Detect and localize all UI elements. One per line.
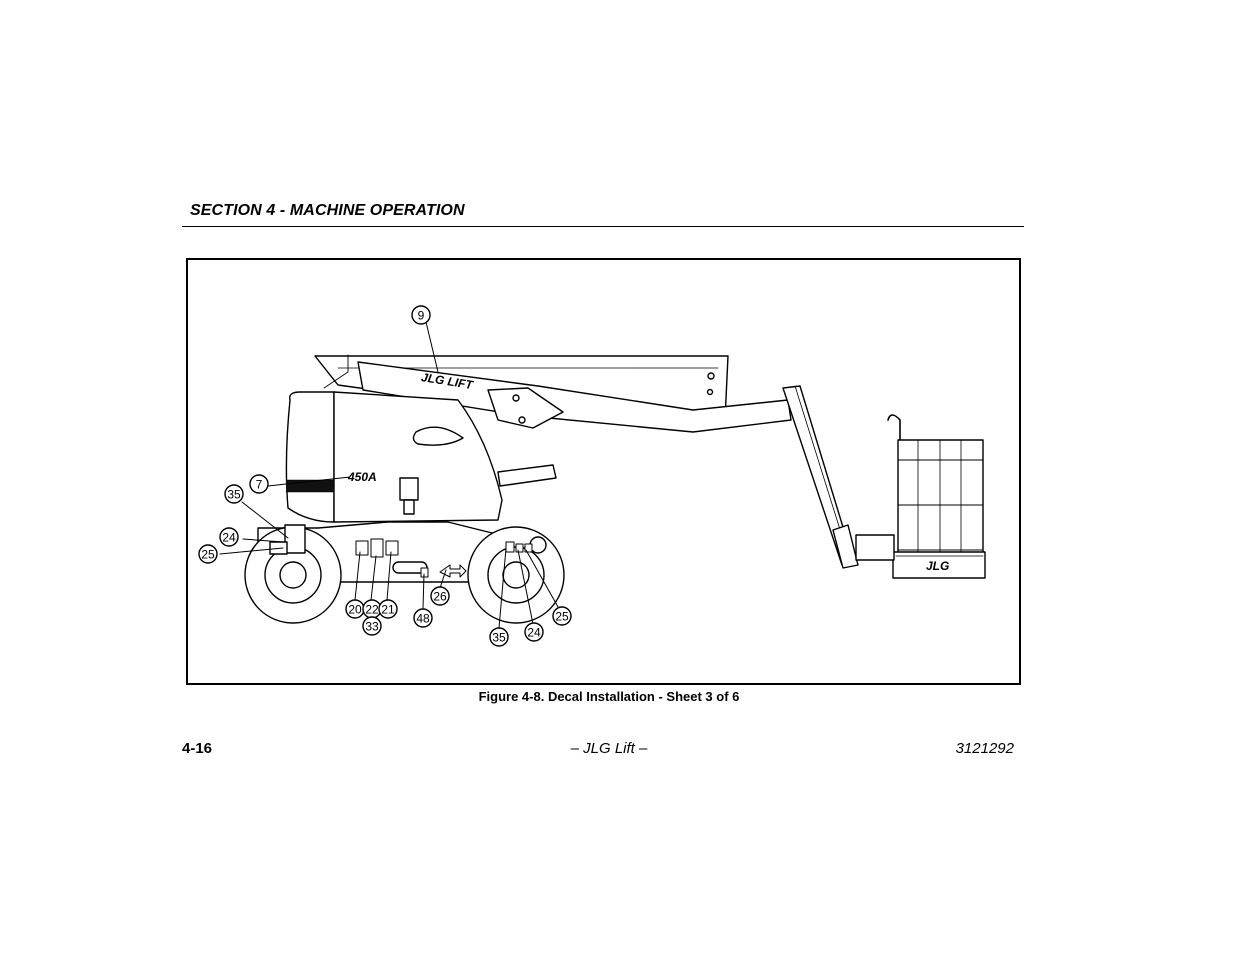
chassis-decals bbox=[355, 538, 533, 578]
callout-48: 48 bbox=[413, 608, 433, 628]
svg-text:26: 26 bbox=[433, 590, 447, 604]
callout-26: 26 bbox=[430, 586, 450, 606]
svg-text:20: 20 bbox=[348, 603, 362, 617]
svg-text:24: 24 bbox=[527, 626, 541, 640]
platform-basket bbox=[855, 414, 986, 579]
svg-text:22: 22 bbox=[365, 603, 379, 617]
callout-20: 20 bbox=[345, 599, 365, 619]
svg-text:9: 9 bbox=[418, 309, 425, 323]
svg-text:35: 35 bbox=[227, 488, 241, 502]
model-decal: 450A bbox=[347, 470, 377, 484]
svg-text:24: 24 bbox=[222, 531, 236, 545]
callout-21: 21 bbox=[378, 599, 398, 619]
svg-text:48: 48 bbox=[416, 612, 430, 626]
svg-text:35: 35 bbox=[492, 631, 506, 645]
callout-24-left: 24 bbox=[219, 527, 239, 547]
footer-title: – JLG Lift – bbox=[570, 740, 648, 757]
lift-cylinder bbox=[497, 464, 557, 487]
callout-22: 22 bbox=[362, 599, 382, 619]
callout-9: 9 bbox=[411, 305, 431, 325]
svg-text:21: 21 bbox=[381, 603, 395, 617]
callout-33: 33 bbox=[362, 616, 382, 636]
callout-25-left: 25 bbox=[198, 544, 218, 564]
boom-lift-illustration: 450A JLG LIFT JLG 9 7 bbox=[198, 305, 986, 647]
callout-24-right: 24 bbox=[524, 622, 544, 642]
section-title: SECTION 4 - MACHINE OPERATION bbox=[190, 202, 465, 219]
svg-text:33: 33 bbox=[365, 620, 379, 634]
svg-text:25: 25 bbox=[201, 548, 215, 562]
rear-wheel bbox=[244, 526, 342, 624]
callout-leaders bbox=[219, 321, 559, 629]
svg-text:7: 7 bbox=[256, 478, 263, 492]
callout-35-left: 35 bbox=[224, 484, 244, 504]
figure-frame: 450A JLG LIFT JLG 9 7 bbox=[186, 258, 1021, 685]
figure-caption: Figure 4-8. Decal Installation - Sheet 3… bbox=[478, 689, 740, 704]
callout-7: 7 bbox=[249, 474, 269, 494]
document-number: 3121292 bbox=[955, 740, 1014, 757]
svg-text:25: 25 bbox=[555, 610, 569, 624]
header-divider bbox=[182, 226, 1024, 227]
turret-body bbox=[285, 391, 503, 523]
page-number: 4-16 bbox=[182, 740, 213, 757]
callout-35-right: 35 bbox=[489, 627, 509, 647]
jib-arm bbox=[782, 385, 859, 569]
platform-brand-decal: JLG bbox=[926, 559, 949, 573]
front-wheel bbox=[467, 526, 565, 624]
drive-motor bbox=[284, 524, 306, 554]
callout-25-right: 25 bbox=[552, 606, 572, 626]
